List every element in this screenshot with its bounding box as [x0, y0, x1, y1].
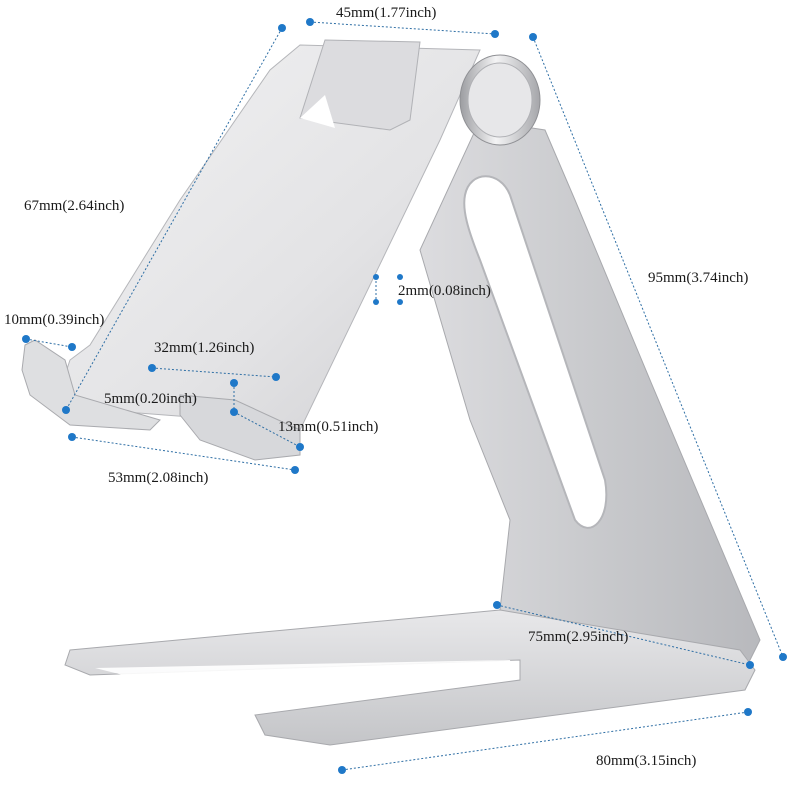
dimension-labels: 45mm(1.77inch) 67mm(2.64inch) 95mm(3.74i…: [4, 5, 748, 769]
label-height: 95mm(3.74inch): [648, 270, 748, 286]
dimension-dots: [22, 18, 787, 774]
label-slot-gap: 5mm(0.20inch): [104, 391, 197, 407]
label-holder-width: 53mm(2.08inch): [108, 470, 208, 486]
base-plate: [64, 609, 756, 746]
base-cutout: [95, 660, 515, 712]
label-top-width: 45mm(1.77inch): [336, 5, 436, 21]
leg-slot: [463, 175, 608, 529]
top-tab: [299, 39, 421, 131]
label-back-length: 67mm(2.64inch): [24, 198, 124, 214]
label-base-width: 80mm(3.15inch): [596, 753, 696, 769]
label-base-depth: 75mm(2.95inch): [528, 629, 628, 645]
back-plate: [59, 44, 481, 431]
right-hook: [179, 394, 301, 461]
left-hook: [21, 339, 161, 431]
label-lip-depth: 10mm(0.39inch): [4, 312, 104, 328]
label-thickness: 2mm(0.08inch): [398, 283, 491, 299]
dimension-lines: [25, 21, 784, 771]
label-slot-width: 32mm(1.26inch): [154, 340, 254, 356]
stand-body: [21, 39, 761, 746]
label-hook-height: 13mm(0.51inch): [278, 419, 378, 435]
